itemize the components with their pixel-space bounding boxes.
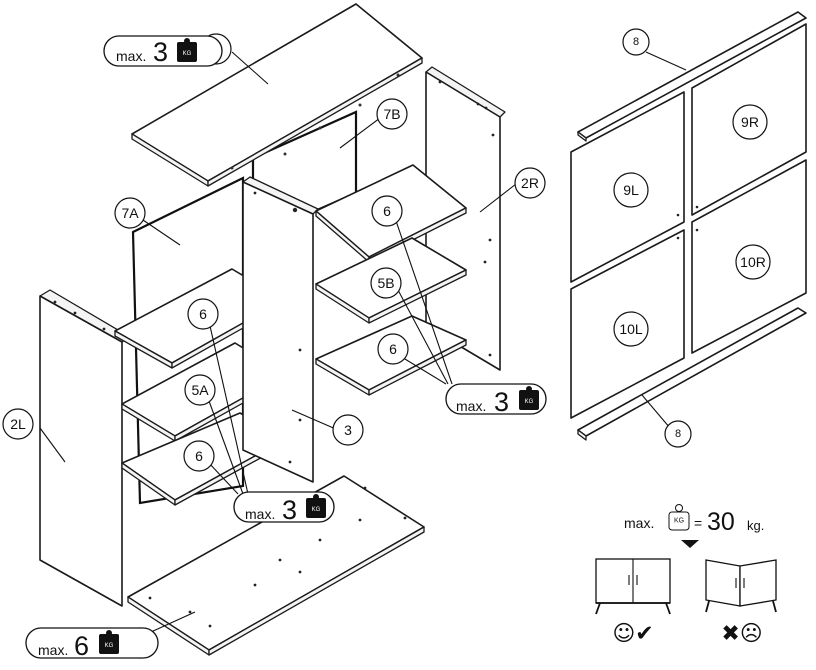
- callout-6-right-lower: 6: [377, 333, 409, 365]
- svg-text:8: 8: [675, 428, 681, 440]
- svg-text:3: 3: [494, 387, 509, 417]
- svg-text:30: 30: [707, 508, 735, 536]
- svg-text:9R: 9R: [741, 114, 759, 130]
- svg-text:KG: KG: [183, 51, 192, 57]
- svg-text:5B: 5B: [377, 275, 394, 291]
- weight-icon: KG: [519, 386, 539, 410]
- svg-text:max.: max.: [456, 398, 486, 414]
- weight-icon: KG: [306, 494, 326, 518]
- svg-text:9L: 9L: [623, 182, 639, 198]
- arrow-down-icon: [681, 540, 699, 548]
- callout-8-top: 8: [622, 28, 650, 56]
- callout-8-bottom: 8: [664, 420, 692, 448]
- weight-limit-left-shelves: max. 3 KG: [233, 491, 335, 525]
- svg-text:KG: KG: [312, 507, 321, 513]
- svg-text:3: 3: [282, 495, 297, 525]
- weight-limit-top: max. 3 KG: [103, 35, 223, 67]
- correct-symbols: ☺✔: [612, 622, 653, 647]
- callout-6-right-upper: 6: [371, 195, 403, 227]
- svg-text:7B: 7B: [383, 106, 400, 122]
- divider-panel-3: [242, 176, 319, 483]
- side-panel-2l: [39, 289, 131, 607]
- svg-text:3: 3: [344, 422, 352, 438]
- callout-2r: 2R: [514, 167, 546, 199]
- rail-top-8: [577, 11, 807, 142]
- svg-text:3: 3: [153, 37, 168, 67]
- svg-text:7A: 7A: [121, 205, 139, 221]
- svg-text:kg.: kg.: [747, 518, 764, 533]
- svg-text:6: 6: [199, 306, 207, 322]
- cabinet-correct: [595, 558, 671, 615]
- weight-limit-right-shelves: max. 3 KG: [445, 383, 547, 417]
- svg-text:=: =: [694, 515, 702, 531]
- svg-text:max.: max.: [38, 642, 68, 658]
- callout-5b: 5B: [370, 267, 402, 299]
- callout-7b: 7B: [376, 98, 408, 130]
- svg-text:8: 8: [633, 36, 639, 48]
- wrong-symbols: ✖☹: [721, 622, 762, 647]
- weight-limit-bottom: max. 6 KG: [25, 627, 159, 661]
- svg-text:KG: KG: [105, 643, 114, 649]
- svg-text:2R: 2R: [521, 175, 539, 191]
- svg-text:10L: 10L: [619, 321, 643, 337]
- svg-text:5A: 5A: [191, 382, 209, 398]
- svg-text:max.: max.: [245, 506, 275, 522]
- callout-9l: 9L: [613, 172, 649, 208]
- rail-bottom-8: [577, 307, 807, 441]
- leader-lines: [39, 51, 687, 638]
- callout-5a: 5A: [184, 374, 216, 406]
- svg-text:2L: 2L: [10, 416, 26, 432]
- callout-7a: 7A: [114, 197, 146, 229]
- callout-10r: 10R: [735, 244, 771, 280]
- svg-text:10R: 10R: [740, 254, 766, 270]
- callout-6-left-upper: 6: [187, 298, 219, 330]
- svg-text:max.: max.: [116, 48, 146, 64]
- side-panel-2r: [425, 66, 506, 371]
- callout-10l: 10L: [613, 311, 649, 347]
- svg-text:KG: KG: [674, 518, 684, 525]
- svg-text:KG: KG: [525, 399, 534, 405]
- svg-text:6: 6: [383, 203, 391, 219]
- svg-text:6: 6: [195, 448, 203, 464]
- top-panel-1: [131, 3, 423, 187]
- callout-9r: 9R: [732, 104, 768, 140]
- svg-text:6: 6: [74, 631, 89, 661]
- svg-text:6: 6: [389, 341, 397, 357]
- weight-outline-icon: KG: [668, 504, 690, 531]
- svg-text:max.: max.: [624, 515, 654, 531]
- callout-3: 3: [332, 414, 364, 446]
- callout-2l: 2L: [2, 408, 34, 440]
- cabinet-wrong: [705, 559, 777, 613]
- callout-6-left-lower: 6: [183, 440, 215, 472]
- weight-icon: KG: [99, 630, 119, 654]
- weight-icon: KG: [177, 38, 197, 62]
- total-load-info: max. KG = 30 kg.: [624, 504, 764, 548]
